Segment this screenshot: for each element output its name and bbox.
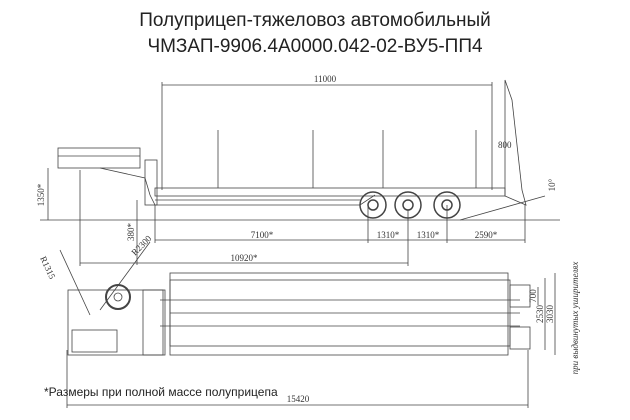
ramp [504,79,527,206]
dim-length: 11000 [314,74,337,84]
dim-total-length: 15420 [287,394,310,404]
dim-angle: 10° [547,178,557,191]
dim-axle2: 1310* [417,230,440,240]
dim-axle1: 1310* [377,230,400,240]
stakes [217,130,477,188]
dim-rear: 2590* [475,230,498,240]
dim-ext: 700 [528,289,538,303]
dim-ramp: 800 [498,140,512,150]
dim-r1: R1315 [38,255,57,281]
title-line-2: ЧМЗАП-9906.4А0000.042-02-ВУ5-ПП4 [147,36,483,57]
dim-deck: 7100* [251,230,274,240]
dim-low-height: 380* [126,223,136,242]
dim-width-inner: 2530 [535,305,545,324]
top-view [59,241,556,408]
side-note: при выдвинутых уширителях [570,262,580,375]
side-view [40,79,560,266]
footnote: *Размеры при полной массе полуприцепа [44,385,278,399]
title-line-1: Полуприцеп-тяжеловоз автомобильный [139,10,491,31]
dim-kingpin: 10920* [231,253,259,263]
dim-width-outer: 3030 [545,305,555,324]
dim-height: 1350* [36,183,46,206]
